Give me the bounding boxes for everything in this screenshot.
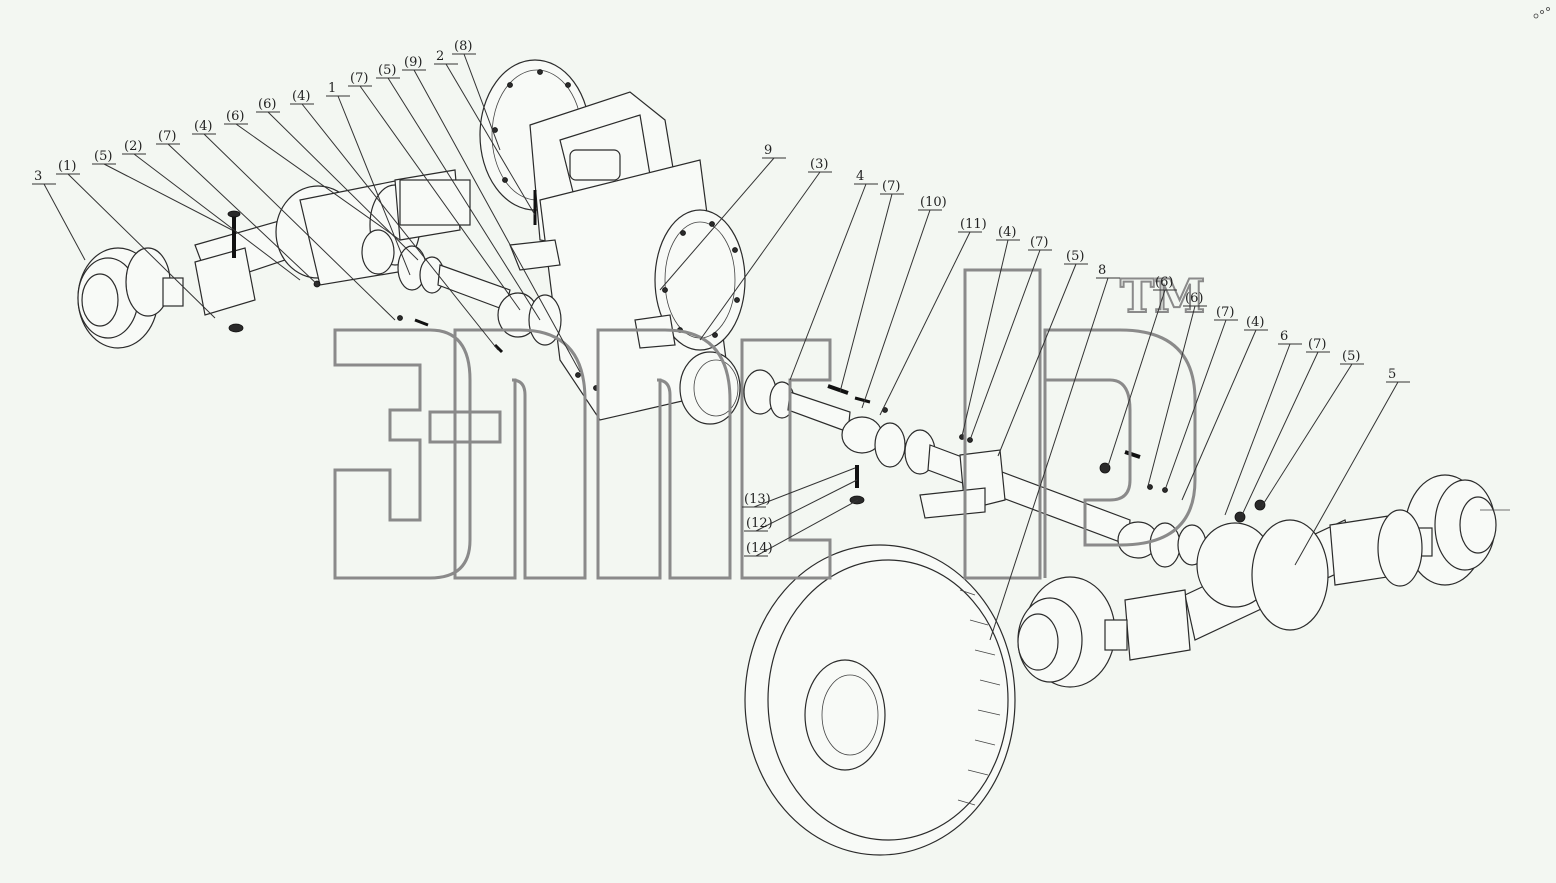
callout-label: (4)	[292, 89, 310, 104]
leader-line	[997, 263, 1077, 457]
leader-line	[463, 53, 501, 151]
leader-line	[203, 133, 396, 321]
leader-line	[235, 123, 401, 241]
callout-label: 8	[1098, 263, 1106, 278]
leader-line	[1147, 305, 1196, 487]
leader-line	[1241, 351, 1319, 516]
leader-line	[103, 163, 233, 231]
callout-label: 2	[436, 49, 444, 64]
callout-label: (14)	[746, 541, 773, 556]
leader-line	[1107, 289, 1166, 467]
leader-line	[839, 193, 893, 393]
callout-label: 9	[764, 143, 772, 158]
leader-line	[267, 111, 419, 261]
rear-axle-assembly	[1017, 474, 1510, 688]
leader-line	[1181, 329, 1257, 501]
callout-label: 5	[1388, 367, 1396, 382]
callout-label: 3	[34, 169, 42, 184]
leader-line	[699, 171, 821, 341]
rear-propeller-shaft	[743, 369, 1266, 568]
callout-label: 1	[328, 81, 336, 96]
callout-label: (12)	[746, 516, 773, 531]
leader-lines	[32, 53, 1410, 641]
leader-line	[1164, 319, 1227, 491]
leader-line	[753, 467, 856, 508]
leader-line	[337, 95, 411, 276]
leader-line	[861, 209, 931, 409]
leader-line	[961, 239, 1009, 437]
leader-line	[445, 63, 536, 216]
callout-label: (2)	[124, 139, 142, 154]
callout-label: (4)	[1246, 315, 1264, 330]
callout-label: (11)	[960, 217, 987, 232]
callout-label: (7)	[350, 71, 368, 86]
callout-label: (5)	[378, 63, 396, 78]
leader-line	[989, 277, 1109, 641]
callout-label: 4	[856, 169, 864, 184]
callout-label: 6	[1280, 329, 1288, 344]
callout-label: (13)	[744, 492, 771, 507]
callout-label: (1)	[58, 159, 76, 174]
callout-label: (7)	[1030, 235, 1048, 250]
callout-label: (6)	[1155, 275, 1173, 290]
callout-label: (7)	[1308, 337, 1326, 352]
leader-line	[789, 183, 867, 381]
leader-line	[1294, 381, 1399, 566]
leader-line	[755, 479, 858, 532]
leader-line	[659, 157, 775, 291]
callout-label: (4)	[998, 225, 1016, 240]
callout-label: (8)	[454, 39, 472, 54]
callout-label: (7)	[882, 179, 900, 194]
callout-label: (6)	[226, 109, 244, 124]
callout-label: (7)	[158, 129, 176, 144]
wheel-tire	[744, 544, 1016, 856]
callout-labels: 3 (1) (5) (2) (7) (4) (6) (6) (4) 1 (7) (5) (9) 2 (8) 9…	[34, 39, 1396, 556]
leader-line	[133, 153, 301, 281]
callout-label: (5)	[94, 149, 112, 164]
leader-line	[301, 103, 499, 351]
callout-label: (6)	[1185, 291, 1203, 306]
corner-mark-icon	[1533, 7, 1550, 19]
leader-line	[1261, 363, 1353, 507]
leader-line	[167, 143, 319, 286]
callout-label: (5)	[1066, 249, 1084, 264]
callout-label: (9)	[404, 55, 422, 70]
transmission-housing	[479, 59, 746, 425]
callout-label: (6)	[258, 97, 276, 112]
callout-label: (10)	[920, 195, 947, 210]
leader-line	[1224, 343, 1291, 516]
callout-label: (5)	[1342, 349, 1360, 364]
callout-label: (4)	[194, 119, 212, 134]
leader-line	[67, 173, 216, 319]
callout-label: (3)	[810, 157, 828, 172]
watermark-logo: TM	[333, 268, 1206, 580]
leader-line	[387, 77, 541, 321]
leader-line	[413, 69, 581, 373]
callout-label: (7)	[1216, 305, 1234, 320]
leader-line	[879, 231, 971, 416]
leader-line	[359, 85, 521, 311]
leader-line	[755, 499, 859, 557]
leader-line	[969, 249, 1041, 441]
leader-line	[43, 183, 86, 261]
